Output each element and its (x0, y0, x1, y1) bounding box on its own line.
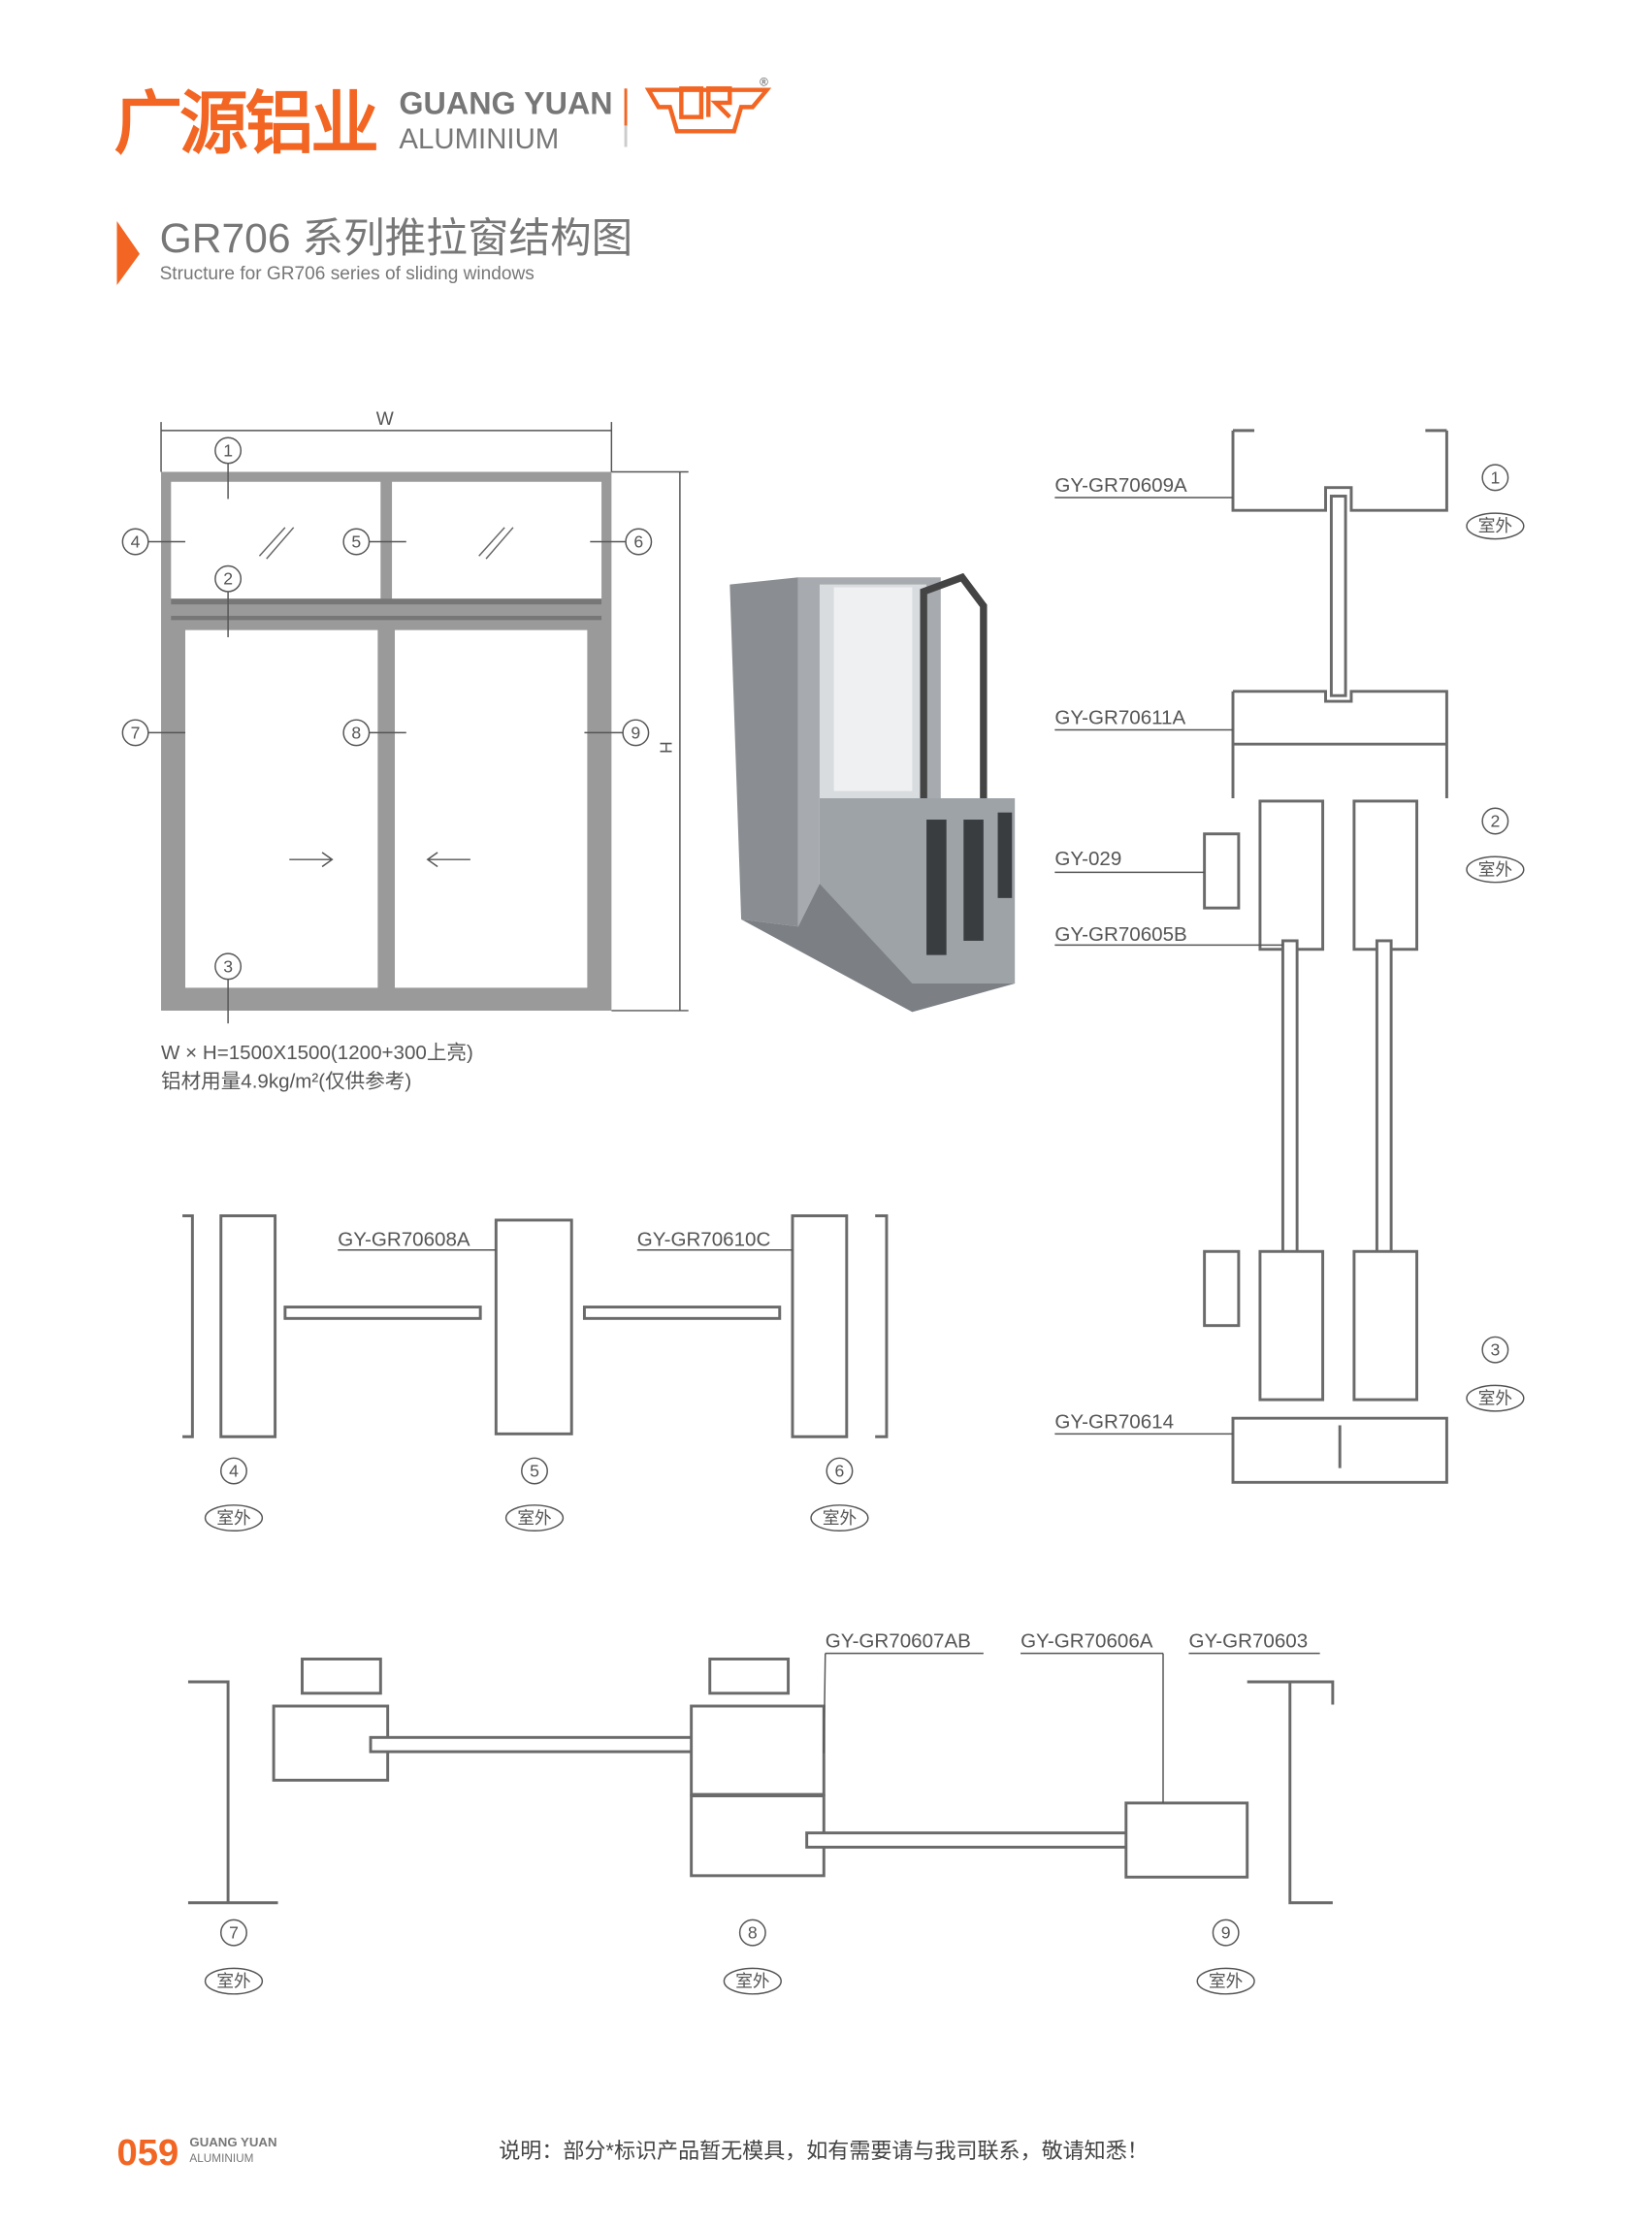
outdoor-label: 室外 (1478, 1388, 1513, 1407)
brand-en-2: ALUMINIUM (399, 123, 559, 155)
marker-6: 6 (633, 532, 643, 551)
marker-2: 2 (223, 569, 233, 589)
footer-brand-2: ALUMINIUM (189, 2152, 253, 2165)
marker-5: 5 (351, 532, 361, 551)
elevation-markers (121, 436, 653, 981)
marker-1: 1 (1490, 468, 1500, 487)
size-note: W × H=1500X1500(1200+300上亮) (161, 1042, 473, 1064)
brand-logo: 广源铝业 GUANG YUAN ALUMINIUM ® (114, 76, 772, 162)
sash-section-drawing: GY-GR70607AB GY-GR70606A GY-GR70603 7 8 … (187, 1630, 1335, 1995)
marker-6: 6 (835, 1461, 845, 1480)
marker-8: 8 (351, 723, 361, 742)
brand-cn: 广源铝业 (114, 85, 377, 162)
part-label: GY-GR70603 (1188, 1630, 1308, 1653)
width-label: W (376, 409, 394, 430)
footer: 059 GUANG YUAN ALUMINIUM 说明：部分*标识产品暂无模具，… (116, 2132, 1148, 2174)
marker-1: 1 (223, 440, 233, 460)
gr-logo-mark-icon (644, 86, 772, 134)
marker-9: 9 (631, 723, 640, 742)
page-title: GR706 系列推拉窗结构图 (160, 215, 633, 262)
transom-section-drawing: GY-GR70608A GY-GR70610C 4 5 6 室外 室外 室外 (182, 1214, 889, 1532)
page-number: 059 (116, 2132, 178, 2174)
part-label: GY-GR70611A (1054, 707, 1185, 729)
part-label: GY-GR70609A (1054, 474, 1187, 497)
marker-7: 7 (229, 1923, 239, 1943)
trademark: ® (760, 76, 768, 88)
marker-5: 5 (530, 1461, 539, 1480)
part-label: GY-GR70607AB (826, 1630, 971, 1653)
outdoor-label: 室外 (517, 1508, 552, 1528)
part-label: GY-029 (1054, 848, 1121, 870)
sliding-arrow-icons (289, 852, 470, 868)
outdoor-label: 室外 (1478, 516, 1513, 535)
material-note: 铝材用量4.9kg/m²(仅供参考) (161, 1070, 411, 1092)
marker-3: 3 (1490, 1340, 1500, 1360)
outdoor-label: 室外 (1478, 859, 1513, 879)
part-label: GY-GR70606A (1020, 1630, 1153, 1653)
part-label: GY-GR70614 (1054, 1410, 1174, 1433)
outdoor-label: 室外 (1209, 1971, 1244, 1990)
vertical-section-drawing: GY-GR70609A GY-GR70611A GY-029 GY-GR7060… (1054, 429, 1525, 1484)
marker-4: 4 (131, 532, 141, 551)
marker-3: 3 (223, 956, 233, 976)
outdoor-label: 室外 (216, 1971, 251, 1990)
height-label: H (656, 741, 675, 754)
page-subtitle: Structure for GR706 series of sliding wi… (160, 264, 534, 284)
outdoor-label: 室外 (823, 1508, 858, 1528)
footer-note: 说明：部分*标识产品暂无模具，如有需要请与我司联系，敬请知悉！ (499, 2139, 1149, 2163)
marker-7: 7 (131, 723, 141, 742)
window-elevation: W H 1 2 3 4 (121, 409, 689, 1092)
part-label: GY-GR70610C (637, 1228, 771, 1250)
marker-2: 2 (1490, 811, 1500, 830)
profile-3d-render (729, 572, 1016, 1013)
title-marker-icon (116, 220, 140, 286)
part-label: GY-GR70605B (1054, 923, 1186, 946)
marker-4: 4 (229, 1461, 239, 1480)
part-label: GY-GR70608A (338, 1228, 470, 1250)
footer-brand-1: GUANG YUAN (189, 2135, 276, 2149)
outdoor-label: 室外 (735, 1971, 770, 1990)
marker-9: 9 (1221, 1923, 1231, 1943)
brand-en-1: GUANG YUAN (399, 86, 612, 121)
marker-8: 8 (748, 1923, 758, 1943)
outdoor-label: 室外 (216, 1508, 251, 1528)
